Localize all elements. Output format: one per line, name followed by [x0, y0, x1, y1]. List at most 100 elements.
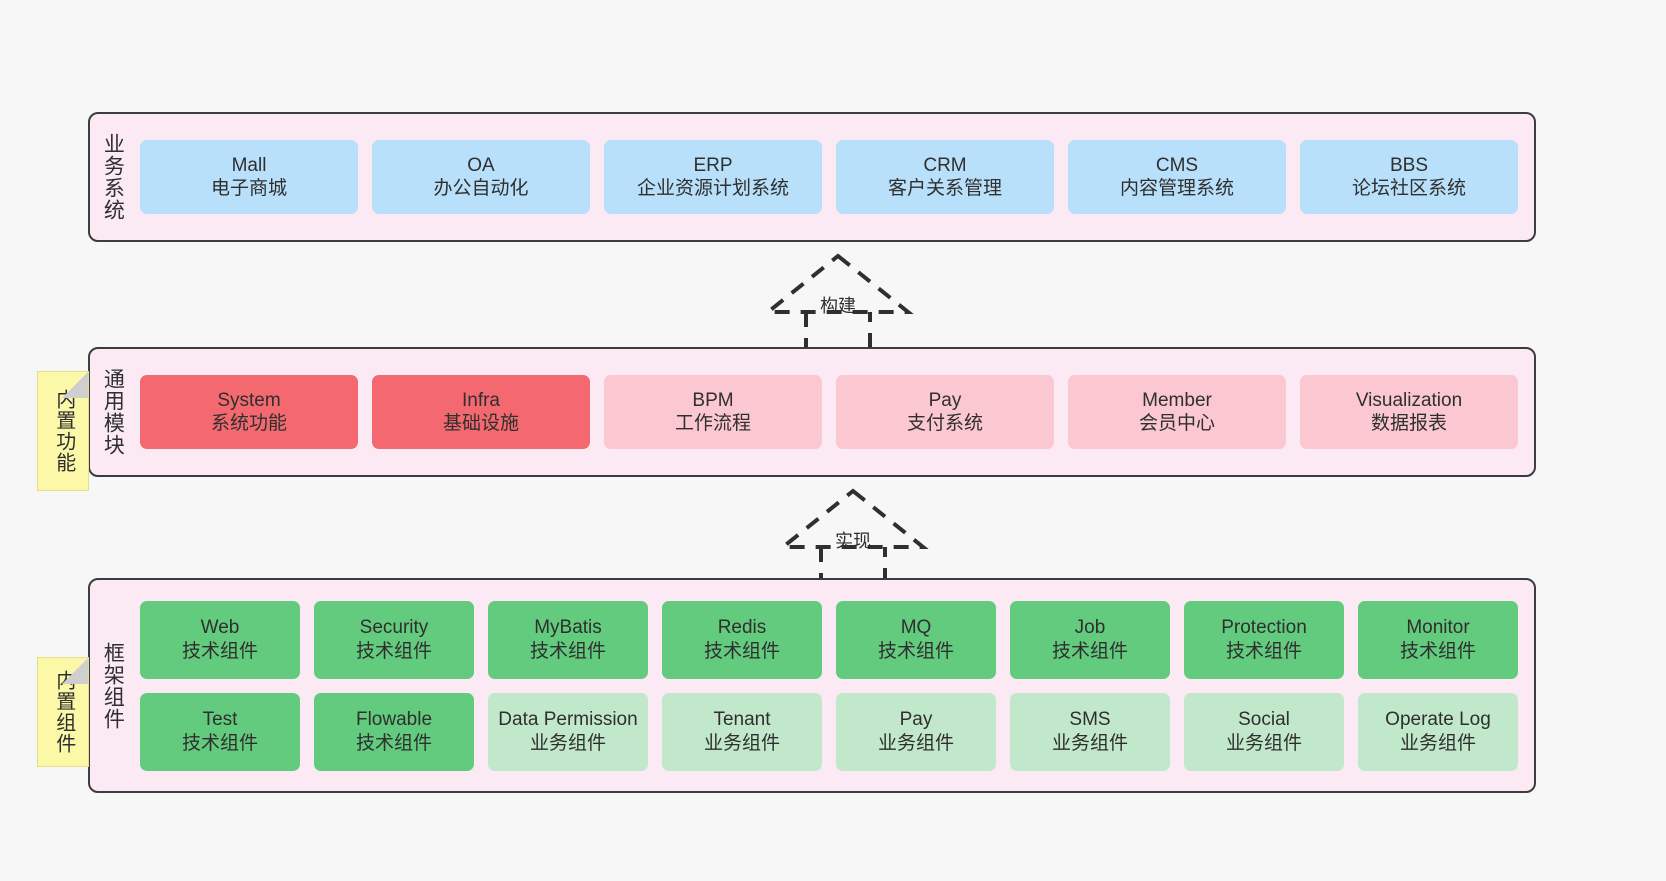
cell-erp-sub: 企业资源计划系统 [636, 178, 789, 199]
framework-row-tech: Web 技术组件 Security 技术组件 MyBatis 技术组件 Redi… [140, 600, 1518, 679]
cell-visualization[interactable]: Visualization 数据报表 [1300, 375, 1518, 449]
cell-job-name: Job [1074, 617, 1106, 639]
cell-security[interactable]: Security 技术组件 [314, 600, 474, 679]
cell-monitor[interactable]: Monitor 技术组件 [1358, 600, 1518, 679]
cell-mall-sub: 电子商城 [210, 178, 287, 199]
cell-erp-name: ERP [693, 154, 733, 176]
cell-web-name: Web [200, 617, 240, 639]
cell-mq[interactable]: MQ 技术组件 [836, 600, 996, 679]
cell-monitor-name: Monitor [1406, 617, 1470, 639]
cell-pay-module[interactable]: Pay 支付系统 [836, 375, 1054, 449]
layer-framework-components[interactable]: 框架组件 Web 技术组件 Security 技术组件 MyBatis 技术组件… [88, 578, 1536, 793]
cell-test-sub: 技术组件 [181, 732, 258, 754]
cell-web-sub: 技术组件 [181, 640, 258, 662]
note-builtin-features-text: 内置功能 [52, 389, 75, 473]
cell-oa-sub: 办公自动化 [433, 178, 529, 199]
cell-flowable-name: Flowable [355, 709, 433, 731]
cell-security-sub: 技术组件 [355, 640, 432, 662]
cell-bpm-sub: 工作流程 [674, 413, 751, 434]
cell-redis[interactable]: Redis 技术组件 [662, 600, 822, 679]
cell-bbs[interactable]: BBS 论坛社区系统 [1300, 140, 1518, 214]
cell-pay-module-name: Pay [928, 389, 962, 411]
layer-common-modules-body: System 系统功能 Infra 基础设施 BPM 工作流程 Pay 支付系统… [134, 349, 1534, 475]
cell-social[interactable]: Social 业务组件 [1184, 692, 1344, 771]
cell-sms-name: SMS [1069, 709, 1111, 731]
cell-sms-sub: 业务组件 [1051, 732, 1128, 754]
cell-operate-log-name: Operate Log [1385, 709, 1491, 731]
cell-system[interactable]: System 系统功能 [140, 375, 358, 449]
cell-operate-log-sub: 业务组件 [1399, 732, 1476, 754]
cell-infra-name: Infra [461, 389, 501, 411]
cell-bpm[interactable]: BPM 工作流程 [604, 375, 822, 449]
layer-business-body: Mall 电子商城 OA 办公自动化 ERP 企业资源计划系统 CRM 客户关系… [134, 114, 1534, 240]
cell-sms[interactable]: SMS 业务组件 [1010, 692, 1170, 771]
cell-bpm-name: BPM [692, 389, 734, 411]
cell-test-name: Test [202, 709, 238, 731]
cell-redis-name: Redis [717, 617, 767, 639]
cell-visualization-sub: 数据报表 [1370, 413, 1447, 434]
cell-mq-sub: 技术组件 [877, 640, 954, 662]
cell-mq-name: MQ [900, 617, 932, 639]
cell-job[interactable]: Job 技术组件 [1010, 600, 1170, 679]
note-builtin-features: 内置功能 [37, 371, 89, 491]
cell-flowable[interactable]: Flowable 技术组件 [314, 692, 474, 771]
cell-pay-module-sub: 支付系统 [906, 413, 983, 434]
cell-protection-name: Protection [1221, 617, 1307, 639]
connector-build: 构建 [748, 250, 928, 360]
cell-infra[interactable]: Infra 基础设施 [372, 375, 590, 449]
cell-social-sub: 业务组件 [1225, 732, 1302, 754]
cell-pay-component[interactable]: Pay 业务组件 [836, 692, 996, 771]
note-builtin-components: 内置组件 [37, 657, 89, 767]
cell-cms-name: CMS [1155, 154, 1199, 176]
cell-security-name: Security [359, 617, 429, 639]
cell-tenant-name: Tenant [713, 709, 771, 731]
cell-data-permission[interactable]: Data Permission 业务组件 [488, 692, 648, 771]
framework-row-business: Test 技术组件 Flowable 技术组件 Data Permission … [140, 692, 1518, 771]
cell-cms-sub: 内容管理系统 [1119, 178, 1234, 199]
cell-mybatis-name: MyBatis [534, 617, 602, 639]
cell-mybatis[interactable]: MyBatis 技术组件 [488, 600, 648, 679]
cell-member-sub: 会员中心 [1138, 413, 1215, 434]
cell-data-permission-sub: 业务组件 [529, 732, 606, 754]
layer-framework-components-body: Web 技术组件 Security 技术组件 MyBatis 技术组件 Redi… [134, 580, 1534, 791]
cell-pay-component-name: Pay [899, 709, 933, 731]
connector-implement-label: 实现 [835, 531, 871, 551]
cell-infra-sub: 基础设施 [442, 413, 519, 434]
cell-data-permission-name: Data Permission [498, 709, 638, 731]
cell-system-sub: 系统功能 [210, 413, 287, 434]
cell-cms[interactable]: CMS 内容管理系统 [1068, 140, 1286, 214]
cell-protection[interactable]: Protection 技术组件 [1184, 600, 1344, 679]
layer-common-modules-row: System 系统功能 Infra 基础设施 BPM 工作流程 Pay 支付系统… [140, 375, 1518, 449]
cell-crm-name: CRM [923, 154, 967, 176]
layer-business-title: 业务系统 [101, 133, 125, 221]
cell-mall[interactable]: Mall 电子商城 [140, 140, 358, 214]
cell-flowable-sub: 技术组件 [355, 732, 432, 754]
cell-crm[interactable]: CRM 客户关系管理 [836, 140, 1054, 214]
cell-tenant-sub: 业务组件 [703, 732, 780, 754]
cell-test[interactable]: Test 技术组件 [140, 692, 300, 771]
layer-business[interactable]: 业务系统 Mall 电子商城 OA 办公自动化 ERP 企业资源计划系统 CRM… [88, 112, 1536, 242]
cell-visualization-name: Visualization [1355, 389, 1463, 411]
cell-system-name: System [217, 389, 281, 411]
cell-protection-sub: 技术组件 [1225, 640, 1302, 662]
cell-operate-log[interactable]: Operate Log 业务组件 [1358, 692, 1518, 771]
cell-oa-name: OA [467, 154, 495, 176]
cell-crm-sub: 客户关系管理 [887, 178, 1002, 199]
cell-erp[interactable]: ERP 企业资源计划系统 [604, 140, 822, 214]
cell-web[interactable]: Web 技术组件 [140, 600, 300, 679]
cell-pay-component-sub: 业务组件 [877, 732, 954, 754]
cell-tenant[interactable]: Tenant 业务组件 [662, 692, 822, 771]
connector-implement: 实现 [763, 485, 943, 595]
cell-redis-sub: 技术组件 [703, 640, 780, 662]
cell-oa[interactable]: OA 办公自动化 [372, 140, 590, 214]
cell-job-sub: 技术组件 [1051, 640, 1128, 662]
note-builtin-components-text: 内置组件 [52, 670, 75, 754]
layer-common-modules[interactable]: 通用模块 System 系统功能 Infra 基础设施 BPM 工作流程 Pay… [88, 347, 1536, 477]
layer-common-modules-title: 通用模块 [101, 368, 125, 456]
connector-build-label: 构建 [820, 296, 856, 316]
layer-framework-components-title: 框架组件 [101, 641, 125, 730]
cell-mall-name: Mall [231, 154, 267, 176]
cell-member[interactable]: Member 会员中心 [1068, 375, 1286, 449]
layer-business-row: Mall 电子商城 OA 办公自动化 ERP 企业资源计划系统 CRM 客户关系… [140, 140, 1518, 214]
